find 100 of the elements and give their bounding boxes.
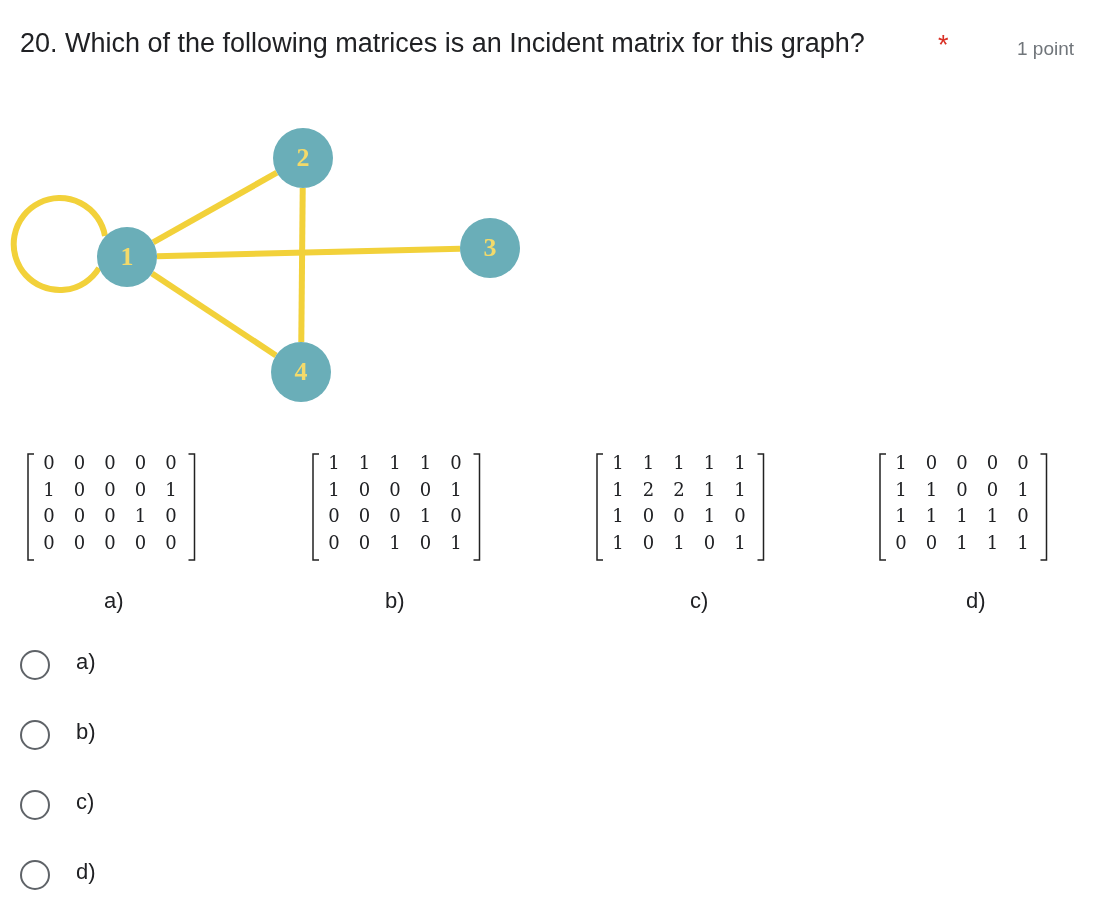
option-label: b) [76,719,96,745]
matrix-entry: 0 [133,531,148,553]
matrix-caption: d) [966,588,986,614]
matrix-entry: 1 [733,478,747,500]
vertex-circle [271,342,331,402]
matrix-entry: 1 [894,505,908,526]
matrix-entry: 1 [955,505,969,526]
matrix-entry: 0 [1016,452,1030,473]
option-label: a) [76,649,96,675]
matrix-entry: 0 [357,478,372,500]
matrix-entry: 0 [72,531,87,553]
question-title: 20. Which of the following matrices is an Incident matrix for this graph? [20,28,865,59]
matrix-entry: 1 [924,505,939,526]
loop-edge [10,195,108,294]
matrix-entry: 0 [418,531,433,553]
matrix-entry: 0 [42,505,56,526]
matrix-entry: 0 [327,531,341,553]
matrix-entry: 0 [103,505,117,526]
vertex-number: 3 [483,233,497,263]
matrix-entry: 0 [133,478,148,500]
matrix-entry: 1 [388,531,402,553]
matrix-entry: 1 [418,452,433,473]
matrix-caption: b) [385,588,405,614]
vertex-number: 1 [120,242,134,272]
matrix-entry: 2 [672,478,686,500]
matrix-entry: 0 [72,452,87,473]
matrix-entry: 0 [985,478,1000,500]
matrix-entry: 1 [924,478,939,500]
required-mark: * [938,30,949,61]
matrix-entry: 0 [985,452,1000,473]
matrix-entry: 0 [42,531,56,553]
matrix-entry: 0 [357,505,372,526]
matrix-entry: 0 [1016,505,1030,526]
matrix-entry: 0 [164,505,178,526]
matrix-entry: 0 [955,478,969,500]
matrix-entry: 1 [42,478,56,500]
vertex-circle [97,227,157,287]
vertex-number: 4 [294,357,308,387]
matrix-entry: 1 [985,531,1000,553]
matrix-entry: 1 [133,505,148,526]
graph-edge [156,245,461,260]
matrix-entry: 0 [327,505,341,526]
graph-edge [150,271,278,358]
matrix-entry: 0 [164,531,178,553]
matrix-entry: 0 [42,452,56,473]
matrix-entry: 0 [641,505,656,526]
matrix-entry: 0 [357,531,372,553]
matrix-entry: 1 [733,452,747,473]
graph-edge [298,187,306,343]
matrix-entry: 0 [388,478,402,500]
matrix-entry: 2 [641,478,656,500]
graph-edge [151,170,279,245]
matrix-entry: 0 [641,531,656,553]
matrix-entry: 1 [611,478,625,500]
matrix-entry: 0 [72,478,87,500]
matrix-entry: 0 [672,505,686,526]
matrix-entry: 1 [327,478,341,500]
matrix-entry: 0 [133,452,148,473]
vertex-number: 2 [296,143,310,173]
matrix-entry: 1 [418,505,433,526]
matrix-entry: 1 [1016,478,1030,500]
matrix-entry: 1 [611,531,625,553]
matrix-entry: 0 [924,452,939,473]
matrix-entry: 1 [388,452,402,473]
matrix-entry: 1 [894,478,908,500]
matrix-entry: 0 [103,452,117,473]
matrix-entry: 1 [702,505,717,526]
matrix-entry: 0 [449,452,463,473]
matrix-entry: 1 [611,452,625,473]
matrix-entry: 1 [985,505,1000,526]
matrix-entry: 0 [449,505,463,526]
matrix-entry: 1 [672,452,686,473]
matrix-entry: 0 [164,452,178,473]
matrix-entry: 0 [103,478,117,500]
matrix-entry: 1 [611,505,625,526]
vertex-circle [273,128,333,188]
matrix-entry: 0 [418,478,433,500]
option-label: d) [76,859,96,885]
matrix-entry: 0 [72,505,87,526]
matrix-entry: 1 [164,478,178,500]
matrix-entry: 1 [955,531,969,553]
matrix-caption: c) [690,588,709,614]
matrix-entry: 0 [103,531,117,553]
option-label: c) [76,789,95,815]
matrix-entry: 1 [702,478,717,500]
matrix-entry: 1 [327,452,341,473]
matrix-entry: 0 [702,531,717,553]
matrix-entry: 1 [672,531,686,553]
matrix-entry: 1 [357,452,372,473]
matrix-entry: 0 [733,505,747,526]
points-label: 1 point [1017,38,1075,60]
matrix-entry: 1 [894,452,908,473]
matrix-entry: 1 [449,478,463,500]
matrix-entry: 0 [894,531,908,553]
vertex-circle [460,218,520,278]
matrix-entry: 0 [955,452,969,473]
matrix-caption: a) [104,588,124,614]
matrix-entry: 1 [641,452,656,473]
matrix-entry: 1 [449,531,463,553]
matrix-entry: 1 [1016,531,1030,553]
